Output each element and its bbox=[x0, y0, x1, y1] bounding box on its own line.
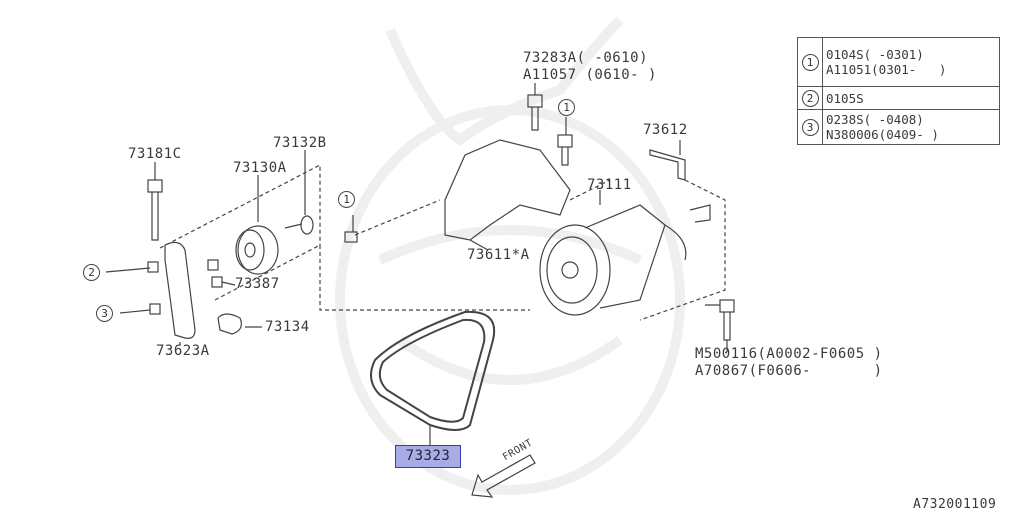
callout-leaders bbox=[105, 117, 567, 314]
part-label-73387[interactable]: 73387 bbox=[235, 276, 280, 292]
watermark-logo bbox=[335, 16, 685, 495]
bolt-73283A bbox=[527, 83, 543, 131]
callout-2[interactable]: 2 bbox=[83, 264, 100, 281]
bolt-M500116 bbox=[705, 299, 735, 352]
legend-callout: 3 bbox=[801, 118, 819, 136]
part-label-A70867[interactable]: A70867(F0606- ) bbox=[695, 363, 883, 379]
part-label-73181C[interactable]: 73181C bbox=[128, 146, 182, 162]
bolt-1-top bbox=[557, 134, 573, 166]
legend-text[interactable]: 0104S( -0301) bbox=[826, 47, 924, 62]
pulley-73130A bbox=[235, 175, 279, 275]
v-belt-73323 bbox=[370, 310, 496, 445]
part-label-A11057[interactable]: A11057 (0610- ) bbox=[523, 67, 657, 83]
legend-text[interactable]: N380006(0409- ) bbox=[826, 127, 939, 142]
part-label-73283A[interactable]: 73283A( -0610) bbox=[523, 50, 649, 66]
compressor-73111 bbox=[539, 190, 711, 316]
part-label-73132B[interactable]: 73132B bbox=[273, 135, 327, 151]
legend-text[interactable]: 0238S( -0408) bbox=[826, 112, 924, 127]
callout-1-left[interactable]: 1 bbox=[338, 191, 355, 208]
assembly-guide-lines bbox=[159, 164, 726, 321]
bracket-73612 bbox=[649, 140, 686, 181]
fastener-legend-table: 1 0104S( -0301)A11051(0301- ) 2 0105S 3 … bbox=[797, 37, 1000, 145]
part-label-73111[interactable]: 73111 bbox=[587, 177, 632, 193]
bolt-73181C bbox=[147, 162, 163, 241]
callout-1-top[interactable]: 1 bbox=[558, 99, 575, 116]
bracket-73623A bbox=[164, 241, 196, 345]
part-label-73623A[interactable]: 73623A bbox=[156, 343, 210, 359]
bracket-73611A bbox=[444, 139, 571, 251]
part-label-73130A[interactable]: 73130A bbox=[233, 160, 287, 176]
bolt-73132B bbox=[284, 150, 314, 235]
legend-callout: 1 bbox=[801, 53, 819, 71]
legend-row: 2 0105S bbox=[797, 86, 1000, 110]
callout-3[interactable]: 3 bbox=[96, 305, 113, 322]
drawing-code: A732001109 bbox=[913, 497, 997, 512]
legend-row: 3 0238S( -0408)N380006(0409- ) bbox=[797, 109, 1000, 145]
nut-73387 bbox=[207, 259, 236, 288]
nut-3 bbox=[149, 303, 161, 315]
bolt-1 bbox=[344, 231, 358, 243]
part-label-73134[interactable]: 73134 bbox=[265, 319, 310, 335]
part-label-73323-highlighted[interactable]: 73323 bbox=[395, 445, 461, 468]
legend-callout: 2 bbox=[801, 89, 819, 107]
part-label-73611A[interactable]: 73611*A bbox=[467, 247, 530, 263]
legend-text[interactable]: 0105S bbox=[826, 90, 864, 106]
legend-text[interactable]: A11051(0301- ) bbox=[826, 62, 947, 77]
bolt-2 bbox=[147, 261, 159, 273]
part-label-73612[interactable]: 73612 bbox=[643, 122, 688, 138]
part-label-M500116[interactable]: M500116(A0002-F0605 ) bbox=[695, 346, 883, 362]
adjuster-73134 bbox=[217, 313, 262, 335]
legend-row: 1 0104S( -0301)A11051(0301- ) bbox=[797, 37, 1000, 87]
front-arrow-icon bbox=[471, 454, 536, 498]
